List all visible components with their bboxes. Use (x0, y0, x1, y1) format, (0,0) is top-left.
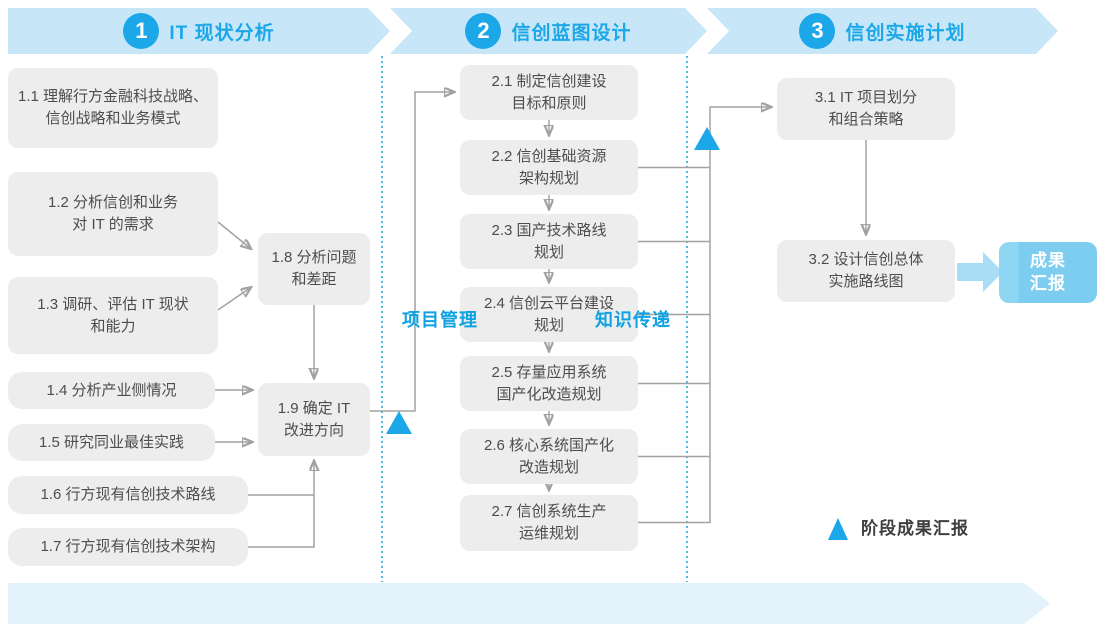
legend: 阶段成果汇报 (828, 514, 969, 540)
phase-2-title: 信创蓝图设计 (511, 22, 632, 44)
deliverable-box: 成果 汇报 (999, 242, 1097, 303)
task-box-2-6: 2.6 核心系统国产化 改造规划 (460, 429, 638, 484)
task-box-2-5: 2.5 存量应用系统 国产化改造规划 (460, 356, 638, 411)
task-box-2-7: 2.7 信创系统生产 运维规划 (460, 495, 638, 551)
task-box-1-3: 1.3 调研、评估 IT 现状 和能力 (8, 277, 218, 354)
task-box-1-5: 1.5 研究同业最佳实践 (8, 424, 215, 461)
connector-line (217, 288, 250, 311)
phase-1-number-badge: 1 (123, 13, 159, 49)
phase-banner-2: 2 信创蓝图设计 (390, 8, 707, 54)
phase-divider-2 (686, 56, 688, 582)
task-box-2-4: 2.4 信创云平台建设 规划 (460, 287, 638, 342)
task-box-1-7: 1.7 行方现有信创技术架构 (8, 528, 248, 566)
milestone-triangle-icon-2 (694, 127, 720, 150)
task-box-2-1: 2.1 制定信创建设 目标和原则 (460, 65, 638, 120)
phase-banner-1: 1 IT 现状分析 (8, 8, 390, 54)
connector-line (217, 221, 250, 248)
connector-line (248, 462, 314, 548)
task-box-1-8: 1.8 分析问题 和差距 (258, 233, 370, 305)
task-box-1-9: 1.9 确定 IT 改进方向 (258, 383, 370, 456)
task-box-1-6: 1.6 行方现有信创技术路线 (8, 476, 248, 514)
deliverable-arrow (957, 252, 1003, 292)
task-box-1-2: 1.2 分析信创和业务 对 IT 的需求 (8, 172, 218, 256)
phase-3-number-badge: 3 (799, 13, 835, 49)
task-box-3-1: 3.1 IT 项目划分 和组合策略 (777, 78, 955, 140)
legend-label: 阶段成果汇报 (861, 519, 969, 538)
task-box-3-2: 3.2 设计信创总体 实施路线图 (777, 240, 955, 302)
milestone-triangle-icon-1 (386, 411, 412, 434)
phase-3-title: 信创实施计划 (845, 22, 966, 44)
footer-item-project-management: 项目管理 (402, 310, 478, 330)
task-box-1-4: 1.4 分析产业侧情况 (8, 372, 215, 409)
phase-divider-1 (381, 56, 383, 582)
footer-band (8, 583, 1050, 624)
phase-banner-3: 3 信创实施计划 (707, 8, 1058, 54)
footer-item-knowledge-transfer: 知识传递 (595, 310, 671, 330)
phase-1-title: IT 现状分析 (169, 22, 275, 44)
legend-triangle-icon (828, 518, 848, 540)
task-box-2-2: 2.2 信创基础资源 架构规划 (460, 140, 638, 195)
task-box-2-3: 2.3 国产技术路线 规划 (460, 214, 638, 269)
phase-2-number-badge: 2 (465, 13, 501, 49)
task-box-1-1: 1.1 理解行方金融科技战略、 信创战略和业务模式 (8, 68, 218, 148)
